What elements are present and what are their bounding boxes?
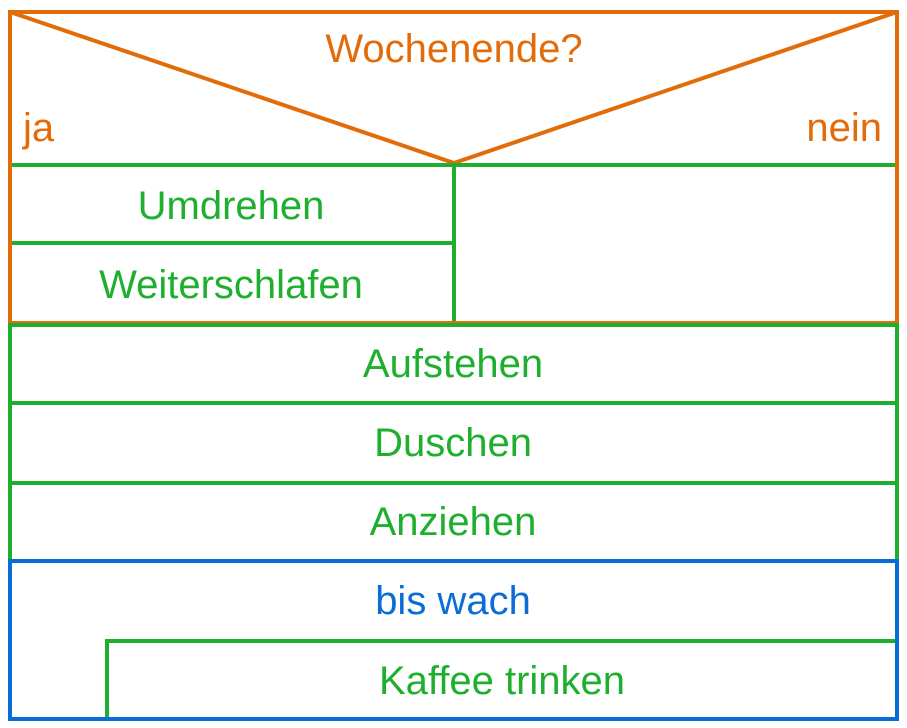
- decision-yes-label: ja: [23, 106, 55, 150]
- sequence-step-1: Aufstehen: [362, 342, 544, 386]
- yes-branch-step-2: Weiterschlafen: [99, 263, 363, 307]
- no-branch-cell-empty: [452, 163, 899, 325]
- loop-condition: bis wach: [375, 579, 531, 623]
- yes-branch-step-1: Umdrehen: [137, 184, 325, 228]
- loop-body-step-1: Kaffee trinken: [378, 659, 626, 703]
- decision-question: Wochenende?: [325, 27, 583, 71]
- sequence-step-3: Anziehen: [369, 500, 537, 544]
- sequence-step-2: Duschen: [374, 421, 532, 465]
- decision-no-label: nein: [806, 106, 882, 150]
